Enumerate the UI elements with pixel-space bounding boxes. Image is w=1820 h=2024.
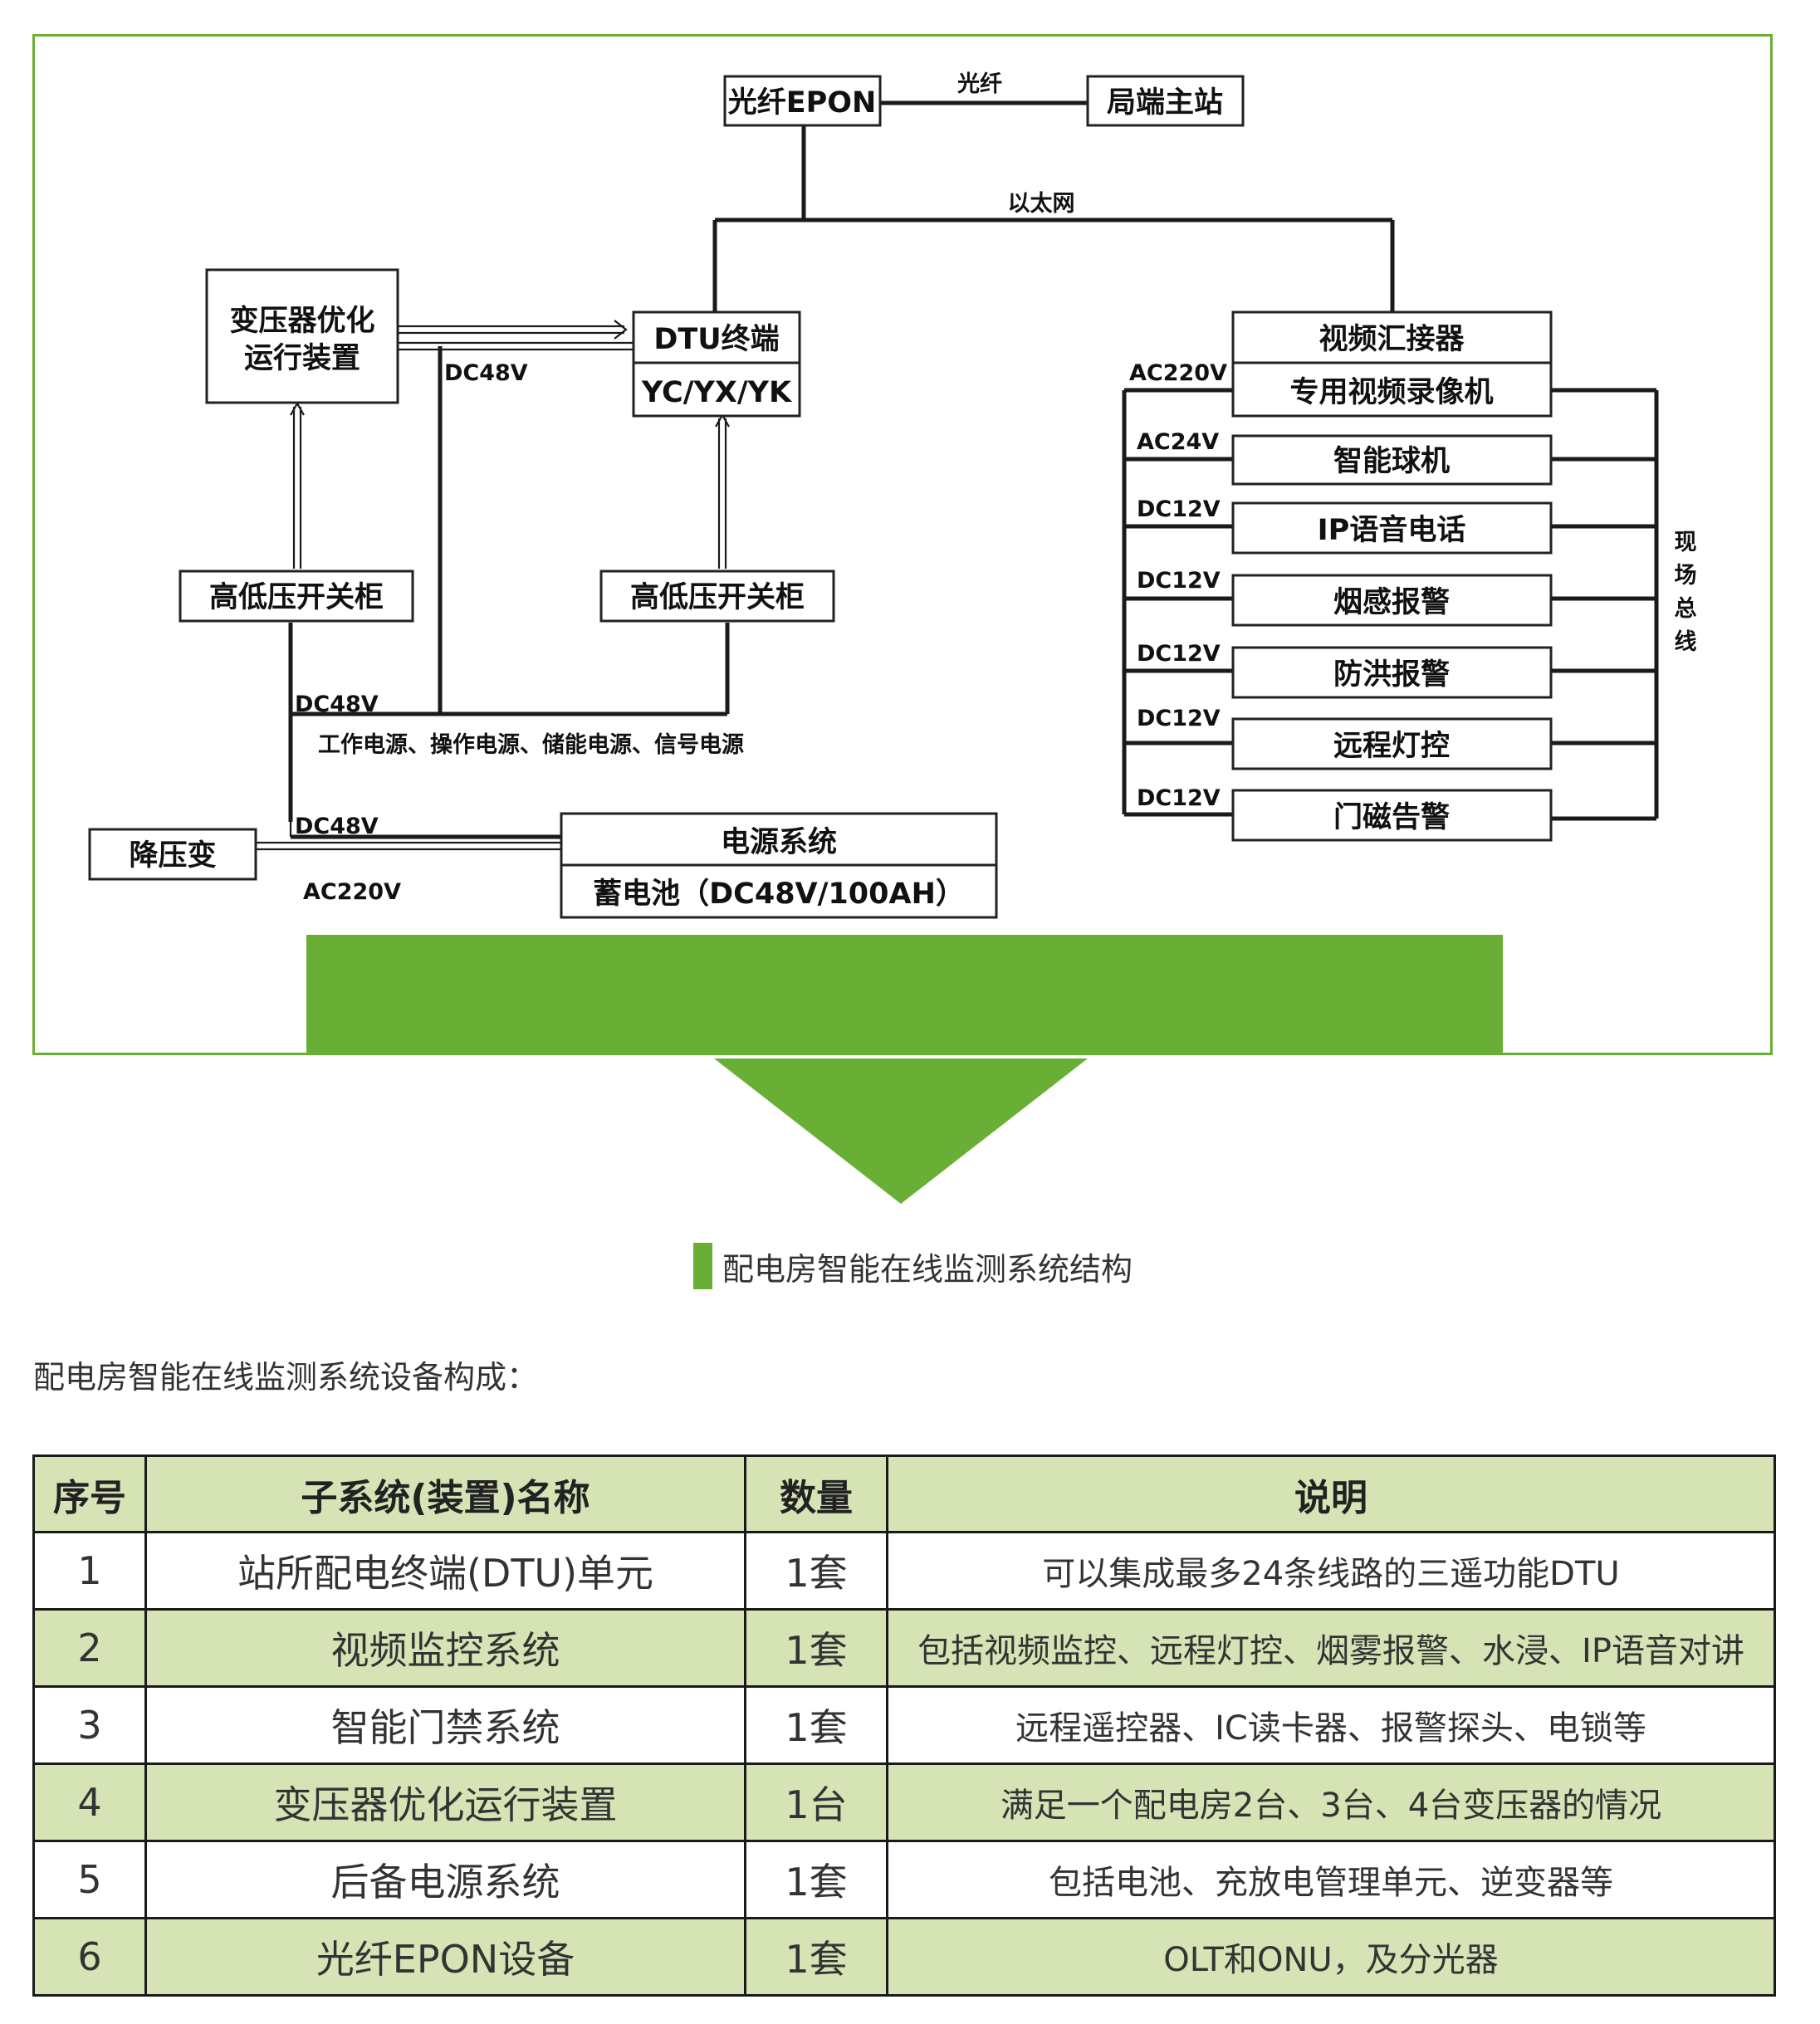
dtu-signals-label: YC/YX/YK xyxy=(641,376,793,409)
dc48v-label-bottom: DC48V xyxy=(295,814,379,839)
ip-phone-label: IP语音电话 xyxy=(1318,513,1466,547)
cell-name: 后备电源系统 xyxy=(144,1840,746,1919)
cell-quantity: 1台 xyxy=(744,1762,888,1842)
cell-name: 智能门禁系统 xyxy=(144,1685,746,1765)
table-row: 3 智能门禁系统 1套 远程遥控器、IC读卡器、报警探头、电锁等 xyxy=(32,1685,1776,1765)
dtu-terminal-label: DTU终端 xyxy=(653,323,779,356)
intro-text: 配电房智能在线监测系统设备构成： xyxy=(33,1359,539,1396)
field-bus-char-4: 线 xyxy=(1675,629,1697,655)
green-banner xyxy=(306,935,1503,1055)
video-access-box: 视频汇接器 专用视频录像机 xyxy=(1231,310,1553,418)
transformer-device-box: 变压器优化 运行装置 xyxy=(205,268,399,404)
door-alarm-box: 门磁告警 xyxy=(1231,789,1553,842)
ac220v-label-bottom: AC220V xyxy=(303,879,401,905)
cell-description: OLT和ONU，及分光器 xyxy=(886,1917,1776,1997)
master-station-box: 局端主站 xyxy=(1086,75,1245,127)
cell-description: 满足一个配电房2台、3台、4台变压器的情况 xyxy=(886,1762,1776,1842)
field-bus-char-2: 场 xyxy=(1675,563,1697,589)
table-row: 2 视频监控系统 1套 包括视频监控、远程灯控、烟雾报警、水浸、IP语音对讲 xyxy=(32,1608,1776,1688)
cell-description: 包括电池、充放电管理单元、逆变器等 xyxy=(886,1840,1776,1919)
power-types-label: 工作电源、操作电源、储能电源、信号电源 xyxy=(318,731,744,758)
field-bus-label: 现 场 总 线 xyxy=(1675,530,1697,655)
smoke-alarm-box: 烟感报警 xyxy=(1231,574,1553,627)
caption-accent-bar xyxy=(693,1243,712,1289)
system-structure-diagram: 光纤EPON 局端主站 变压器优化 运行装置 DTU终端 YC/YX/YK 高低… xyxy=(88,71,1697,1204)
epon-label: 光纤EPON xyxy=(728,86,877,120)
switchgear-box-left: 高低压开关柜 xyxy=(179,570,414,623)
transformer-device-label-1: 变压器优化 xyxy=(229,305,374,338)
cell-description: 远程遥控器、IC读卡器、报警探头、电锁等 xyxy=(886,1685,1776,1765)
cell-index: 1 xyxy=(32,1531,147,1611)
dome-camera-label: 智能球机 xyxy=(1333,445,1450,478)
cell-index: 5 xyxy=(32,1840,147,1919)
cell-name: 光纤EPON设备 xyxy=(144,1917,746,1997)
equipment-table: 序号 子系统(装置)名称 数量 说明 1 站所配电终端(DTU)单元 1套 可以… xyxy=(32,1454,1776,1997)
cell-description: 可以集成最多24条线路的三遥功能DTU xyxy=(886,1531,1776,1611)
step-down-box: 降压变 xyxy=(88,828,257,881)
cell-quantity: 1套 xyxy=(744,1917,888,1997)
caption-text: 配电房智能在线监测系统结构 xyxy=(722,1250,1133,1288)
dc12v-label-5: DC12V xyxy=(1137,785,1221,811)
cell-quantity: 1套 xyxy=(744,1685,888,1765)
ac24v-label: AC24V xyxy=(1137,429,1219,455)
smoke-alarm-label: 烟感报警 xyxy=(1333,586,1450,619)
header-name: 子系统(装置)名称 xyxy=(144,1454,746,1533)
video-access-label: 视频汇接器 xyxy=(1319,323,1465,356)
fiber-link-label: 光纤 xyxy=(956,71,1002,97)
table-row: 1 站所配电终端(DTU)单元 1套 可以集成最多24条线路的三遥功能DTU xyxy=(32,1531,1776,1611)
switchgear-box-right: 高低压开关柜 xyxy=(599,570,835,623)
remote-light-label: 远程灯控 xyxy=(1333,730,1450,763)
power-system-box: 电源系统 蓄电池（DC48V/100AH） xyxy=(560,812,998,919)
cell-index: 2 xyxy=(32,1608,147,1688)
door-alarm-label: 门磁告警 xyxy=(1333,801,1450,834)
dc48v-label-top: DC48V xyxy=(444,360,528,386)
transformer-device-label-2: 运行装置 xyxy=(244,342,360,375)
header-description: 说明 xyxy=(886,1454,1776,1533)
flood-alarm-label: 防洪报警 xyxy=(1333,658,1450,692)
cell-quantity: 1套 xyxy=(744,1608,888,1688)
cell-name: 视频监控系统 xyxy=(144,1608,746,1688)
table-header-row: 序号 子系统(装置)名称 数量 说明 xyxy=(32,1454,1776,1533)
field-bus-char-1: 现 xyxy=(1675,530,1697,555)
cell-index: 6 xyxy=(32,1917,147,1997)
dc48v-label-mid: DC48V xyxy=(295,692,379,717)
switchgear-label-right: 高低压开关柜 xyxy=(630,581,805,614)
green-down-arrow xyxy=(714,1058,1088,1204)
cell-index: 3 xyxy=(32,1685,147,1765)
diagram-caption: 配电房智能在线监测系统结构 xyxy=(693,1243,1133,1289)
ac220v-label-video: AC220V xyxy=(1129,360,1227,386)
field-bus-char-3: 总 xyxy=(1675,596,1697,622)
dc12v-label-3: DC12V xyxy=(1137,641,1221,667)
cell-name: 变压器优化运行装置 xyxy=(144,1762,746,1842)
remote-light-box: 远程灯控 xyxy=(1231,717,1553,770)
cell-index: 4 xyxy=(32,1762,147,1842)
dtu-terminal-box: DTU终端 YC/YX/YK xyxy=(632,310,801,418)
battery-label: 蓄电池（DC48V/100AH） xyxy=(593,878,965,911)
cell-quantity: 1套 xyxy=(744,1840,888,1919)
cell-name: 站所配电终端(DTU)单元 xyxy=(144,1531,746,1611)
dc12v-label-4: DC12V xyxy=(1137,706,1221,731)
ethernet-link-label: 以太网 xyxy=(1008,191,1075,217)
dome-camera-box: 智能球机 xyxy=(1231,434,1553,486)
header-index: 序号 xyxy=(32,1454,147,1533)
master-station-label: 局端主站 xyxy=(1107,86,1223,120)
cell-quantity: 1套 xyxy=(744,1531,888,1611)
ip-phone-box: IP语音电话 xyxy=(1231,501,1553,555)
dc12v-label-1: DC12V xyxy=(1137,496,1221,522)
step-down-label: 降压变 xyxy=(129,839,216,873)
power-system-label: 电源系统 xyxy=(721,826,837,859)
table-row: 5 后备电源系统 1套 包括电池、充放电管理单元、逆变器等 xyxy=(32,1840,1776,1919)
table-row: 6 光纤EPON设备 1套 OLT和ONU，及分光器 xyxy=(32,1917,1776,1997)
flood-alarm-box: 防洪报警 xyxy=(1231,646,1553,699)
video-recorder-label: 专用视频录像机 xyxy=(1289,376,1493,409)
header-quantity: 数量 xyxy=(744,1454,888,1533)
epon-box: 光纤EPON xyxy=(723,75,882,127)
table-row: 4 变压器优化运行装置 1台 满足一个配电房2台、3台、4台变压器的情况 xyxy=(32,1762,1776,1842)
switchgear-label-left: 高低压开关柜 xyxy=(209,581,384,614)
cell-description: 包括视频监控、远程灯控、烟雾报警、水浸、IP语音对讲 xyxy=(886,1608,1776,1688)
dc12v-label-2: DC12V xyxy=(1137,568,1221,594)
